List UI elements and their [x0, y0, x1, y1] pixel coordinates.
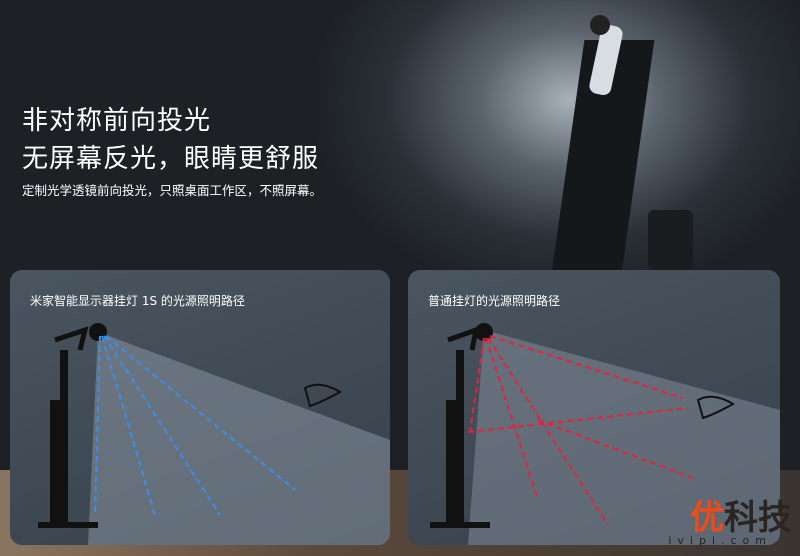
watermark-logo: 优科技 — [690, 498, 792, 538]
headline-line1: 非对称前向投光 — [22, 106, 212, 136]
monitor-lamp-photo — [550, 15, 693, 280]
headline-line2: 无屏幕反光，眼睛更舒服 — [22, 144, 320, 174]
light-path-diagram — [430, 323, 780, 545]
panel-ordinary-light-path: 普通挂灯的光源照明路径 — [408, 270, 780, 545]
panel-title: 米家智能显示器挂灯 1S 的光源照明路径 — [30, 294, 245, 308]
panel-mijia-light-path: 米家智能显示器挂灯 1S 的光源照明路径 — [10, 270, 390, 545]
subtitle: 定制光学透镜前向投光，只照桌面工作区，不照屏幕。 — [22, 183, 323, 198]
light-path-diagram — [38, 323, 390, 545]
watermark-domain: ivipi.com — [668, 534, 772, 547]
panel-title: 普通挂灯的光源照明路径 — [428, 294, 561, 308]
